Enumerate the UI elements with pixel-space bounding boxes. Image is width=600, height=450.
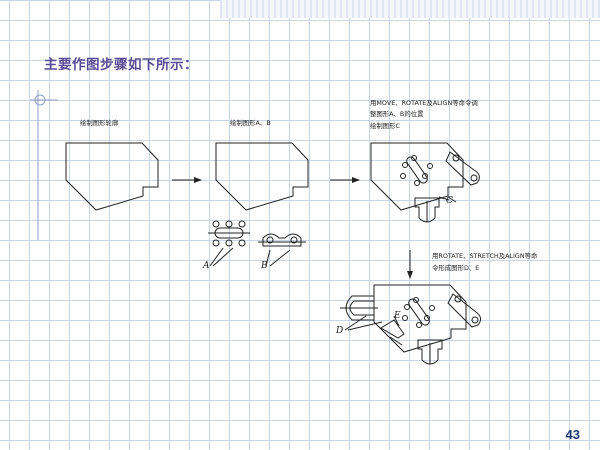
- step4-label-line1: 用ROTATE、STRETCH及ALIGN等命: [432, 252, 538, 260]
- figure-b: [258, 234, 306, 266]
- callout-c: C: [446, 196, 453, 206]
- step4-label-line2: 令形成图形D、E: [432, 264, 480, 272]
- figure-a: [208, 221, 250, 266]
- callout-e: E: [394, 311, 401, 321]
- step3-label-line1: 用MOVE、ROTATE及ALIGN等命令调: [370, 99, 478, 107]
- callout-b: B: [261, 261, 268, 271]
- step2-label: 绘制图形A、B: [230, 119, 271, 127]
- callout-a: A: [203, 261, 210, 271]
- header-band: [220, 0, 600, 18]
- callout-d: D: [336, 326, 344, 336]
- slide-title: 主要作图步骤如下所示：: [44, 57, 198, 73]
- outline-shape-1: [66, 143, 158, 210]
- outline-shape-2: [216, 143, 308, 210]
- crosshair-mark: [30, 90, 58, 240]
- leader-c: [439, 197, 449, 200]
- step1-label: 绘制图形轮廓: [80, 119, 119, 127]
- page-number: 43: [565, 427, 580, 442]
- step3-label-line2: 整图形A、B的位置: [370, 110, 424, 118]
- step4-assembly: [340, 285, 481, 364]
- step3-assembly: [371, 143, 479, 222]
- step3-label-line3: 绘制图形C: [370, 122, 401, 130]
